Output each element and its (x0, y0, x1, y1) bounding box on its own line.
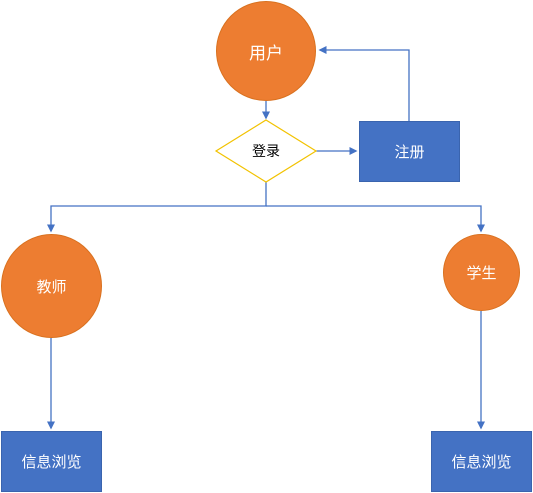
teacher-browse-node: 信息浏览 (1, 431, 102, 492)
connector-register-to-user (318, 46, 410, 121)
login-node: 登录 (216, 120, 316, 182)
register-node: 注册 (359, 121, 460, 182)
login-label: 登录 (252, 144, 280, 160)
user-node: 用户 (216, 1, 316, 101)
register-label: 注册 (394, 143, 425, 161)
user-label: 用户 (249, 43, 283, 64)
student-browse-label: 信息浏览 (451, 453, 512, 471)
student-node: 学生 (443, 234, 520, 311)
login-diamond (214, 119, 318, 183)
student-browse-node: 信息浏览 (431, 431, 532, 492)
connector-login-to-student (266, 205, 485, 233)
teacher-node: 教师 (1, 234, 102, 338)
student-label: 学生 (466, 264, 497, 282)
teacher-browse-label: 信息浏览 (21, 453, 82, 471)
teacher-label: 教师 (36, 277, 67, 296)
connector-login-to-teacher (47, 182, 267, 233)
